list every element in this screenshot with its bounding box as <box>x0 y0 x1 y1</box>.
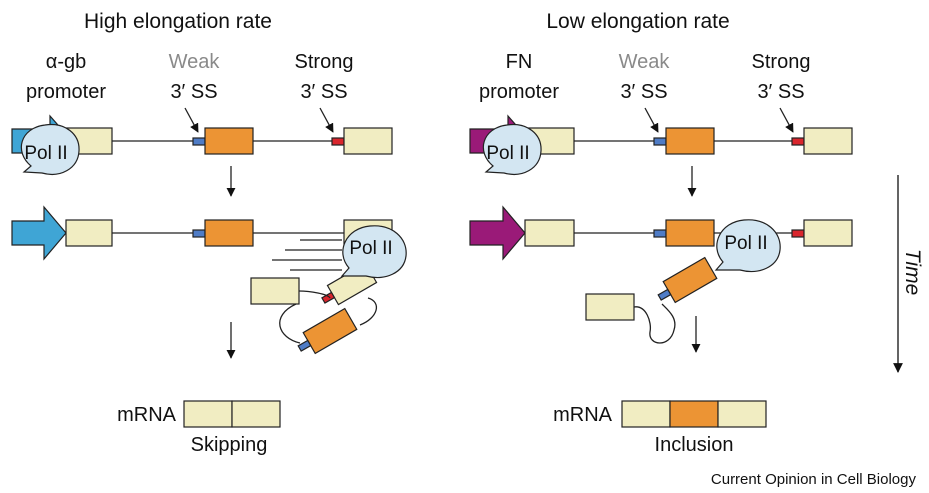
left-strong-pointer-arrow <box>319 107 334 133</box>
weak-3ss-marker <box>657 288 672 301</box>
time-axis: Time <box>893 175 924 373</box>
right-title: Low elongation rate <box>546 10 729 33</box>
nascent-alternative-exon <box>657 256 718 304</box>
left-mrna: mRNA Skipping <box>117 400 281 456</box>
pol-ii-bubble <box>714 219 781 272</box>
left-weak-label-1: Weak <box>169 51 221 73</box>
right-mrna: mRNA Inclusion <box>553 400 767 456</box>
left-weak-pointer-arrow <box>184 107 199 133</box>
weak-3ss-marker <box>653 137 667 146</box>
pol-ii-label: Pol II <box>349 238 392 259</box>
exon-3 <box>343 127 393 155</box>
right-strong-label-2: 3′ SS <box>757 81 804 103</box>
pol-ii-bubble <box>482 123 542 175</box>
pol-ii-bubble <box>340 225 407 278</box>
strong-3ss-marker <box>791 229 805 238</box>
left-strong-label-1: Strong <box>295 51 354 73</box>
weak-3ss-marker <box>192 229 206 238</box>
mrna-exon-1 <box>621 400 671 428</box>
left-mrna-label: mRNA <box>117 404 177 426</box>
pol-ii-bubble <box>20 123 80 175</box>
left-promoter-label-1: α-gb <box>46 51 86 73</box>
right-mrna-label: mRNA <box>553 404 613 426</box>
left-outcome-label: Skipping <box>191 434 268 456</box>
time-label: Time <box>901 249 924 295</box>
right-promoter-label-2: promoter <box>479 81 559 103</box>
left-gene-row-1: Pol II <box>11 114 393 175</box>
pol-ii-label: Pol II <box>724 233 767 254</box>
left-weak-label-2: 3′ SS <box>170 81 217 103</box>
weak-3ss-marker <box>297 339 312 352</box>
alpha-gb-promoter-arrow <box>11 205 67 261</box>
right-strong-label-1: Strong <box>752 51 811 73</box>
left-panel: High elongation rate α-gb promoter Weak … <box>11 10 407 456</box>
right-weak-pointer-arrow <box>644 107 659 133</box>
alternative-exon <box>665 127 715 155</box>
pol-ii-label: Pol II <box>486 143 529 164</box>
left-gene-row-2: Pol II <box>11 205 407 355</box>
strong-3ss-marker <box>791 137 805 146</box>
credit-text: Current Opinion in Cell Biology <box>711 471 917 488</box>
right-gene-row-2: Pol II <box>469 205 853 344</box>
exon-1 <box>65 219 113 247</box>
left-strong-label-2: 3′ SS <box>300 81 347 103</box>
mrna-exon-3 <box>231 400 281 428</box>
mrna-exon-3 <box>717 400 767 428</box>
exon-3 <box>803 219 853 247</box>
mrna-alternative-exon <box>669 400 719 428</box>
rna-strand <box>633 303 676 344</box>
fn-promoter-arrow <box>469 205 526 261</box>
strong-3ss-marker <box>331 137 345 146</box>
exon-3 <box>803 127 853 155</box>
exon-1 <box>524 219 575 247</box>
released-exon-1 <box>585 293 635 321</box>
alternative-exon <box>204 219 254 247</box>
right-weak-label-1: Weak <box>619 51 671 73</box>
right-outcome-label: Inclusion <box>655 434 734 456</box>
rna-strand <box>279 290 378 344</box>
alternative-exon <box>204 127 254 155</box>
left-title: High elongation rate <box>84 10 272 33</box>
weak-3ss-marker <box>192 137 206 146</box>
mrna-exon-1 <box>183 400 233 428</box>
left-promoter-label-2: promoter <box>26 81 106 103</box>
right-panel: Low elongation rate FN promoter Weak 3′ … <box>469 10 853 456</box>
looped-alternative-exon <box>297 307 358 355</box>
right-strong-pointer-arrow <box>779 107 794 133</box>
right-gene-row-1: Pol II <box>469 114 853 175</box>
released-exon-1 <box>250 277 300 305</box>
right-promoter-label-1: FN <box>506 51 533 73</box>
alternative-exon <box>665 219 715 247</box>
pol-ii-label: Pol II <box>24 143 67 164</box>
right-weak-label-2: 3′ SS <box>620 81 667 103</box>
weak-3ss-marker <box>653 229 667 238</box>
